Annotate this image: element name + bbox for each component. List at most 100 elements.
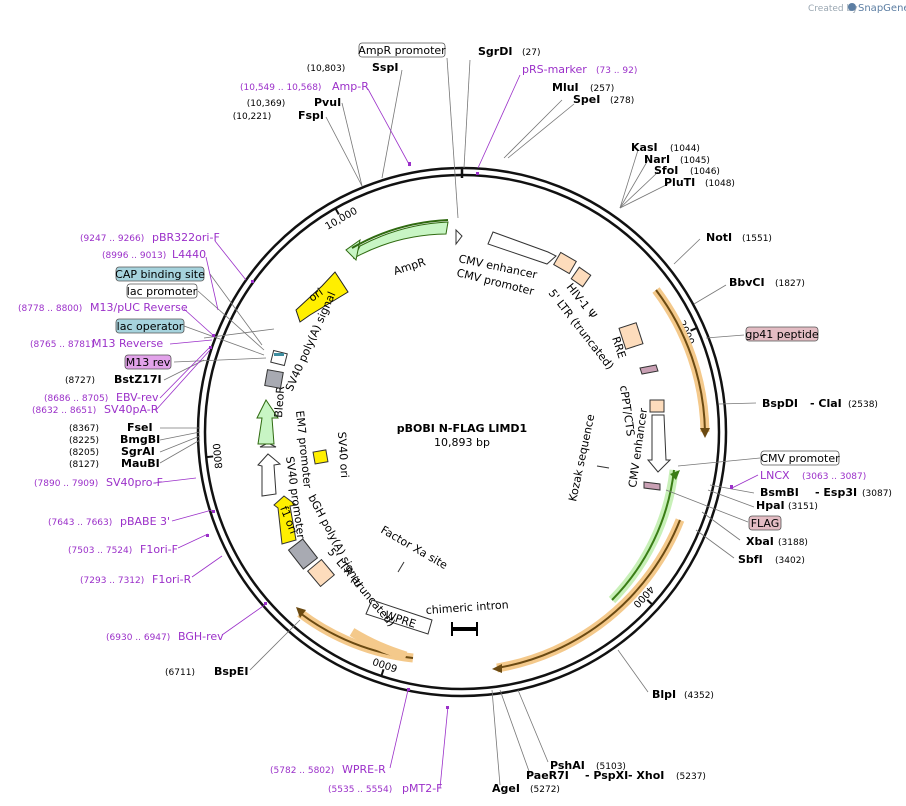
boxed-label-text: gp41 peptide bbox=[745, 328, 819, 341]
feature-cmv-enhancer-right bbox=[646, 414, 672, 473]
site-position: (278) bbox=[610, 96, 634, 106]
primer-name[interactable]: L4440 bbox=[172, 248, 206, 261]
tick-mark bbox=[206, 455, 214, 459]
feature-kozak-label: Kozak sequence bbox=[566, 413, 597, 503]
feature-em7-promoter bbox=[259, 442, 277, 448]
tick-mark bbox=[334, 207, 340, 215]
site-position: (8205) bbox=[69, 448, 99, 458]
site-position: (8127) bbox=[69, 460, 99, 470]
site-name[interactable]: SspI bbox=[372, 61, 398, 74]
site-name[interactable]: PshAI bbox=[550, 759, 585, 772]
site-name[interactable]: BspDI bbox=[762, 397, 798, 410]
site-position: (3151) bbox=[788, 502, 818, 512]
site-name[interactable]: - Esp3I bbox=[815, 486, 857, 499]
site-name[interactable]: MauBI bbox=[121, 457, 160, 470]
site-name[interactable]: - PspXI bbox=[585, 769, 628, 782]
site-name[interactable]: XbaI bbox=[746, 535, 774, 548]
primer-position: (6930 .. 6947) bbox=[106, 633, 170, 643]
site-name[interactable]: BmgBI bbox=[120, 433, 160, 446]
primer-name[interactable]: WPRE-R bbox=[342, 763, 386, 776]
primer-name[interactable]: M13 Reverse bbox=[92, 337, 163, 350]
site-name[interactable]: SpeI bbox=[573, 93, 600, 106]
site-position: (10,369) bbox=[247, 99, 286, 109]
boxed-label-box[interactable] bbox=[126, 283, 198, 299]
primer-name[interactable]: F1ori-F bbox=[140, 543, 178, 556]
site-name[interactable]: FspI bbox=[298, 109, 324, 122]
primer-marks bbox=[206, 162, 733, 709]
site-position: (1048) bbox=[705, 179, 735, 189]
primer-position: (8778 .. 8800) bbox=[18, 304, 82, 314]
primer-name[interactable]: EBV-rev bbox=[116, 391, 159, 404]
boxed-label-box[interactable] bbox=[358, 42, 446, 58]
site-position: (6711) bbox=[165, 668, 195, 678]
site-name[interactable]: - ClaI bbox=[810, 397, 842, 410]
primer-position: (7503 .. 7524) bbox=[68, 546, 132, 556]
primer-name[interactable]: pRS-marker bbox=[522, 63, 587, 76]
site-name[interactable]: SgrDI bbox=[478, 45, 512, 58]
feature-flag-small bbox=[643, 481, 661, 491]
primer-leaders bbox=[153, 74, 759, 789]
primer-position: (8632 .. 8651) bbox=[32, 406, 96, 416]
site-name[interactable]: BstZ17I bbox=[114, 373, 162, 386]
site-position: (1827) bbox=[775, 279, 805, 289]
site-name[interactable]: NarI bbox=[644, 153, 670, 166]
primer-position: (10,549 .. 10,568) bbox=[240, 83, 321, 93]
site-name[interactable]: SfoI bbox=[654, 164, 678, 177]
site-name[interactable]: KasI bbox=[631, 141, 658, 154]
feature-bleor-label: BleoR bbox=[272, 385, 287, 418]
site-position: (3402) bbox=[775, 556, 805, 566]
site-position: (1045) bbox=[680, 156, 710, 166]
primer-name[interactable]: Amp-R bbox=[332, 80, 369, 93]
primer-name[interactable]: SV40pA-R bbox=[104, 403, 159, 416]
site-name[interactable]: - XhoI bbox=[628, 769, 664, 782]
feature-sv40-ori-label: SV40 ori bbox=[335, 431, 351, 478]
site-name[interactable]: PvuI bbox=[314, 96, 341, 109]
site-position: (2538) bbox=[848, 400, 878, 410]
feature-wpre bbox=[365, 599, 433, 635]
site-name[interactable]: PaeR7I bbox=[526, 769, 569, 782]
boxed-label-box[interactable] bbox=[745, 326, 819, 342]
primer-name[interactable]: BGH-rev bbox=[178, 630, 224, 643]
primer-name[interactable]: pMT2-F bbox=[402, 782, 443, 795]
primer-name[interactable]: M13/pUC Reverse bbox=[90, 301, 188, 314]
site-name[interactable]: NotI bbox=[706, 231, 732, 244]
boxed-label-box[interactable] bbox=[115, 266, 205, 282]
primer-position: (73 .. 92) bbox=[596, 66, 637, 76]
site-position: (27) bbox=[522, 48, 540, 58]
feature-5ltr-bottom-label: 5' LTR (truncated) bbox=[325, 546, 398, 630]
primer-position: (7890 .. 7909) bbox=[34, 479, 98, 489]
feature-sv40-polya bbox=[264, 369, 284, 389]
site-name[interactable]: BbvCI bbox=[729, 276, 765, 289]
site-name[interactable]: BsmBI bbox=[760, 486, 799, 499]
site-name[interactable]: SbfI bbox=[738, 553, 763, 566]
feature-sv40-promoter bbox=[257, 453, 282, 497]
site-name[interactable]: FseI bbox=[127, 421, 153, 434]
feature-cmv-small bbox=[455, 228, 463, 246]
boxed-label-box[interactable] bbox=[748, 515, 782, 531]
primer-name[interactable]: F1ori-R bbox=[152, 573, 192, 586]
site-position: (8367) bbox=[69, 424, 99, 434]
feature-green-arc-1-arrow bbox=[670, 470, 680, 480]
boxed-label-box[interactable] bbox=[760, 450, 840, 466]
site-name[interactable]: AgeI bbox=[492, 782, 520, 795]
boxed-label-box[interactable] bbox=[115, 318, 185, 334]
feature-ampr-label: AmpR bbox=[392, 255, 428, 278]
feature-f1-ori bbox=[273, 495, 298, 545]
site-name[interactable]: HpaI bbox=[756, 499, 785, 512]
primer-name[interactable]: pBABE 3' bbox=[120, 515, 170, 528]
site-position: (10,221) bbox=[233, 112, 272, 122]
primer-name[interactable]: LNCX bbox=[760, 469, 790, 482]
feature-5ltr-top bbox=[553, 251, 577, 275]
site-name[interactable]: MluI bbox=[552, 81, 579, 94]
site-name[interactable]: PluTI bbox=[664, 176, 695, 189]
boxed-label-box[interactable] bbox=[124, 354, 172, 370]
feature-factorxa-mark bbox=[397, 561, 405, 573]
boxed-label-text: M13 rev bbox=[126, 356, 171, 369]
site-name[interactable]: BlpI bbox=[652, 688, 676, 701]
site-name[interactable]: BspEI bbox=[214, 665, 248, 678]
primer-name[interactable]: pBR322ori-F bbox=[152, 231, 220, 244]
site-leaders bbox=[159, 57, 761, 786]
primer-name[interactable]: SV40pro-F bbox=[106, 476, 163, 489]
site-position: (5103) bbox=[596, 762, 626, 772]
site-name[interactable]: SgrAI bbox=[121, 445, 155, 458]
